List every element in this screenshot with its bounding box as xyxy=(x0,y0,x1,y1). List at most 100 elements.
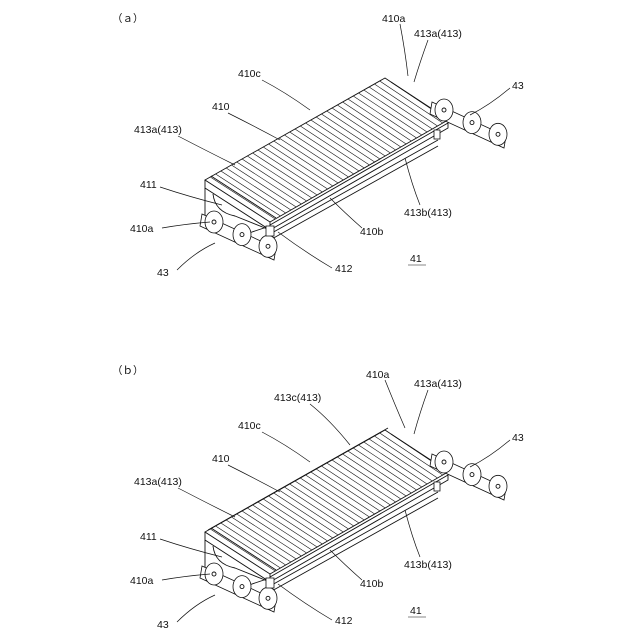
tread-cleat xyxy=(306,475,370,517)
tread-cleat xyxy=(295,481,359,523)
frame-rail-lower xyxy=(270,498,438,592)
label-410b: 410b xyxy=(360,226,384,238)
tread-cleat xyxy=(226,520,291,562)
tread-cleat xyxy=(348,99,411,141)
tread-cleat xyxy=(374,436,437,478)
tread-cleat xyxy=(359,445,422,487)
label-413a-left: 413a(413) xyxy=(134,476,182,488)
tread-cleat xyxy=(269,496,333,538)
tread-cleat xyxy=(343,102,406,144)
label-43-right: 43 xyxy=(512,80,524,92)
label-43-right: 43 xyxy=(512,432,524,444)
label-410c: 410c xyxy=(238,68,261,80)
tread-cleat xyxy=(279,138,343,180)
escalator-step-drawing xyxy=(200,78,507,260)
chain-roller xyxy=(233,224,251,246)
tread-cleat xyxy=(253,505,317,547)
tread-cleat xyxy=(300,478,364,520)
tread-cleat xyxy=(247,156,312,198)
tread-cleat xyxy=(279,490,343,532)
tread-cleat xyxy=(380,433,443,475)
label-410c: 410c xyxy=(238,420,261,432)
tread-cleat xyxy=(327,111,391,153)
tread-cleat xyxy=(269,144,333,186)
tread-cleat xyxy=(253,153,317,195)
tread-cleat xyxy=(263,147,327,189)
label-43-left: 43 xyxy=(157,619,169,631)
tread-cleat xyxy=(300,126,364,168)
tread-cleat xyxy=(306,123,370,165)
escalator-step-drawing xyxy=(200,428,507,612)
chain-roller xyxy=(259,587,277,609)
tread-cleat xyxy=(369,87,432,129)
tread-cleat xyxy=(321,466,385,508)
tread-cleat xyxy=(274,141,338,183)
tread-cleat xyxy=(332,108,396,150)
chain-roller xyxy=(489,123,507,145)
tread-cleat xyxy=(237,162,302,204)
label-410: 410 xyxy=(212,453,230,465)
tread-cleat xyxy=(321,114,385,156)
tread-cleat xyxy=(274,493,338,535)
tread-cleat xyxy=(284,487,348,529)
tread-cleat xyxy=(258,150,322,192)
figure-number: 41 xyxy=(410,605,422,617)
tread-cleat xyxy=(311,472,375,514)
chain-roller xyxy=(463,464,481,486)
tread-cleat xyxy=(216,526,281,568)
chain-left xyxy=(200,563,277,612)
panel-a: （ａ） 410a 413a(413) 43 410c 410 413a(413)… xyxy=(112,13,524,279)
tread-cleat xyxy=(216,174,281,216)
label-410a-top: 410a xyxy=(382,13,406,25)
panel-label: （ａ） xyxy=(112,13,144,25)
tread-cleat xyxy=(263,499,327,541)
tread-cleat xyxy=(343,454,406,496)
label-413a-left: 413a(413) xyxy=(134,124,182,136)
tread-cleat xyxy=(290,132,354,174)
panel-label: （ｂ） xyxy=(112,365,144,377)
label-410: 410 xyxy=(212,101,230,113)
chain-roller xyxy=(233,576,251,598)
tread-cleat xyxy=(231,165,296,207)
tread-cleat xyxy=(221,171,286,213)
tread-cleat xyxy=(353,96,416,138)
tread-cleat xyxy=(364,90,427,132)
label-411: 411 xyxy=(140,179,157,191)
label-413a-top: 413a(413) xyxy=(414,28,462,40)
tread-cleat xyxy=(380,81,443,123)
tread-cleat xyxy=(221,523,286,565)
label-411: 411 xyxy=(140,531,157,543)
chain-roller xyxy=(435,451,453,473)
figure-number: 41 xyxy=(410,253,422,265)
tread-cleat xyxy=(284,135,348,177)
chain-left xyxy=(200,211,277,260)
label-410b: 410b xyxy=(360,578,384,590)
chain-roller xyxy=(463,112,481,134)
chain-roller xyxy=(435,99,453,121)
tread-cleat xyxy=(316,117,380,159)
tread-cleat xyxy=(290,484,354,526)
tread-cleat xyxy=(348,451,411,493)
tread-cleat xyxy=(258,502,322,544)
tread-cleat xyxy=(332,460,396,502)
tread-cleat xyxy=(337,105,401,147)
label-43-left: 43 xyxy=(157,267,169,279)
frame-rail-lower xyxy=(270,146,438,240)
tread-cleat xyxy=(311,120,375,162)
label-413a-top: 413a(413) xyxy=(414,378,462,390)
label-412: 412 xyxy=(335,615,353,627)
tread-cleat xyxy=(247,508,312,550)
tread-cleat xyxy=(374,84,437,126)
fitting xyxy=(266,578,274,588)
panel-b: （ｂ） 410a 413a(413) 413c(413) 43 410c 410… xyxy=(112,365,524,631)
fitting xyxy=(266,226,274,236)
tread-cleat xyxy=(327,463,391,505)
tread-cleat xyxy=(295,129,359,171)
tread-cleat xyxy=(353,448,416,490)
tread-cleat xyxy=(337,457,401,499)
tread-cleat xyxy=(369,439,432,481)
demarcation-strip-front xyxy=(211,176,276,218)
label-410a-left: 410a xyxy=(130,575,154,587)
tread-cleat xyxy=(316,469,380,511)
